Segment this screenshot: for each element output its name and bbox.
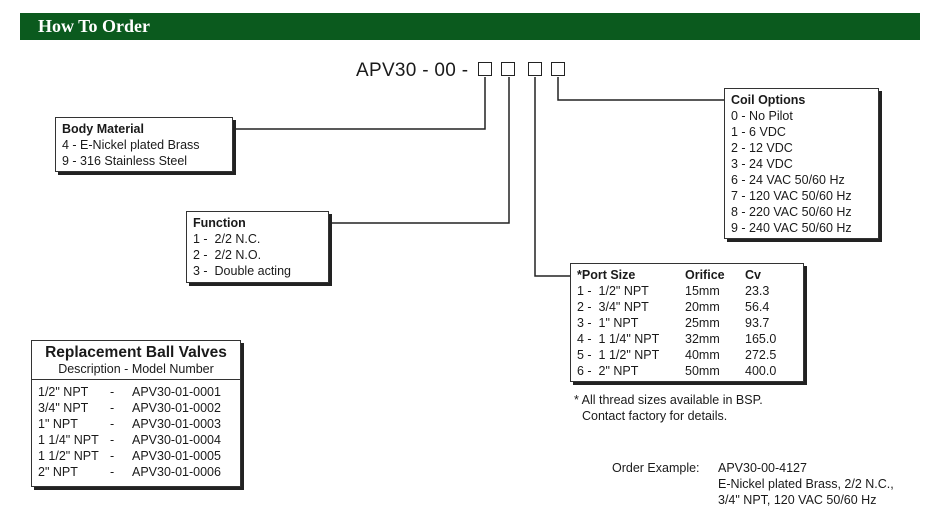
list-item: 1/2" NPT - APV30-01-0001	[38, 384, 240, 400]
coil-option: 7 - 120 VAC 50/60 Hz	[731, 189, 852, 203]
separator: -	[110, 465, 115, 479]
valve-size: 1 1/2" NPT	[38, 449, 99, 463]
list-item: 3/4" NPT - APV30-01-0002	[38, 400, 240, 416]
orifice-header: Orifice	[685, 268, 725, 282]
list-item: 1" NPT - APV30-01-0003	[38, 416, 240, 432]
replacement-subtitle: Description - Model Number	[32, 362, 240, 380]
order-example-line: E-Nickel plated Brass, 2/2 N.C.,	[718, 477, 894, 491]
valve-size: 1 1/4" NPT	[38, 433, 99, 447]
valve-size: 1/2" NPT	[38, 385, 89, 399]
body-material-option: 9 - 316 Stainless Steel	[62, 154, 188, 168]
replacement-valves-box: Replacement Ball Valves Description - Mo…	[31, 340, 241, 487]
port-size-cell: 3 - 1" NPT	[577, 316, 639, 330]
replacement-title: Replacement Ball Valves	[45, 344, 227, 361]
cv-cell: 93.7	[745, 316, 770, 330]
coil-option: 3 - 24 VDC	[731, 157, 793, 171]
order-example-values: APV30-00-4127 E-Nickel plated Brass, 2/2…	[718, 460, 894, 508]
connector-body-material	[232, 77, 486, 130]
coil-option: 6 - 24 VAC 50/60 Hz	[731, 173, 845, 187]
coil-option: 2 - 12 VDC	[731, 141, 793, 155]
coil-option: 1 - 6 VDC	[731, 125, 786, 139]
section-title: How To Order	[38, 16, 151, 36]
function-box: Function 1 - 2/2 N.C. 2 - 2/2 N.O. 3 - D…	[186, 211, 329, 283]
model-number: APV30-01-0006	[132, 465, 221, 479]
port-size-cell: 6 - 2" NPT	[577, 364, 639, 378]
list-item: 2" NPT - APV30-01-0006	[38, 464, 240, 480]
section-header: How To Order	[20, 13, 920, 40]
coil-options-title: Coil Options	[731, 93, 806, 107]
model-code-prefix: APV30 - 00 -	[356, 60, 469, 81]
cv-cell: 56.4	[745, 300, 770, 314]
order-example-line: 3/4" NPT, 120 VAC 50/60 Hz	[718, 493, 877, 507]
separator: -	[110, 449, 115, 463]
port-size-footnote: * All thread sizes available in BSP. Con…	[574, 392, 763, 424]
model-number: APV30-01-0004	[132, 433, 221, 447]
connector-port-size	[534, 77, 570, 277]
separator: -	[110, 385, 115, 399]
orifice-cell: 50mm	[685, 364, 720, 378]
model-number: APV30-01-0002	[132, 401, 221, 415]
order-example-line: APV30-00-4127	[718, 461, 807, 475]
model-number: APV30-01-0003	[132, 417, 221, 431]
connector-coil	[557, 77, 727, 101]
list-item: 1 1/2" NPT - APV30-01-0005	[38, 448, 240, 464]
footnote-line: Contact factory for details.	[582, 409, 728, 423]
cv-cell: 400.0	[745, 364, 777, 378]
model-number: APV30-01-0001	[132, 385, 221, 399]
port-size-cell: 2 - 3/4" NPT	[577, 300, 649, 314]
valve-size: 3/4" NPT	[38, 401, 89, 415]
footnote-line: * All thread sizes available in BSP.	[574, 393, 763, 407]
port-size-table: *Port Size Orifice Cv 1 - 1/2" NPT 15mm …	[577, 267, 797, 379]
orifice-cell: 20mm	[685, 300, 720, 314]
code-slot-port-size	[528, 62, 542, 76]
code-slot-body-material	[478, 62, 492, 76]
cv-header: Cv	[745, 268, 761, 282]
port-size-box: *Port Size Orifice Cv 1 - 1/2" NPT 15mm …	[570, 263, 804, 382]
order-example-label: Order Example:	[612, 461, 700, 475]
orifice-cell: 32mm	[685, 332, 720, 346]
coil-option: 8 - 220 VAC 50/60 Hz	[731, 205, 852, 219]
coil-option: 9 - 240 VAC 50/60 Hz	[731, 221, 852, 235]
body-material-title: Body Material	[62, 122, 144, 136]
coil-option: 0 - No Pilot	[731, 109, 793, 123]
code-slot-coil	[551, 62, 565, 76]
port-size-header: *Port Size	[577, 268, 636, 282]
separator: -	[110, 401, 115, 415]
function-option: 1 - 2/2 N.C.	[193, 232, 261, 246]
connector-function	[328, 77, 510, 224]
model-number: APV30-01-0005	[132, 449, 221, 463]
valve-size: 2" NPT	[38, 465, 78, 479]
valve-size: 1" NPT	[38, 417, 78, 431]
body-material-box: Body Material 4 - E-Nickel plated Brass …	[55, 117, 233, 172]
separator: -	[110, 417, 115, 431]
separator: -	[110, 433, 115, 447]
body-material-option: 4 - E-Nickel plated Brass	[62, 138, 200, 152]
port-size-cell: 5 - 1 1/2" NPT	[577, 348, 660, 362]
orifice-cell: 15mm	[685, 284, 720, 298]
list-item: 1 1/4" NPT - APV30-01-0004	[38, 432, 240, 448]
replacement-list: 1/2" NPT - APV30-01-0001 3/4" NPT - APV3…	[32, 380, 240, 480]
port-size-cell: 1 - 1/2" NPT	[577, 284, 649, 298]
coil-options-box: Coil Options 0 - No Pilot 1 - 6 VDC 2 - …	[724, 88, 879, 239]
function-title: Function	[193, 216, 246, 230]
cv-cell: 272.5	[745, 348, 777, 362]
cv-cell: 23.3	[745, 284, 770, 298]
function-option: 2 - 2/2 N.O.	[193, 248, 262, 262]
code-slot-function	[501, 62, 515, 76]
port-size-cell: 4 - 1 1/4" NPT	[577, 332, 660, 346]
orifice-cell: 25mm	[685, 316, 720, 330]
function-option: 3 - Double acting	[193, 264, 291, 278]
cv-cell: 165.0	[745, 332, 777, 346]
orifice-cell: 40mm	[685, 348, 720, 362]
